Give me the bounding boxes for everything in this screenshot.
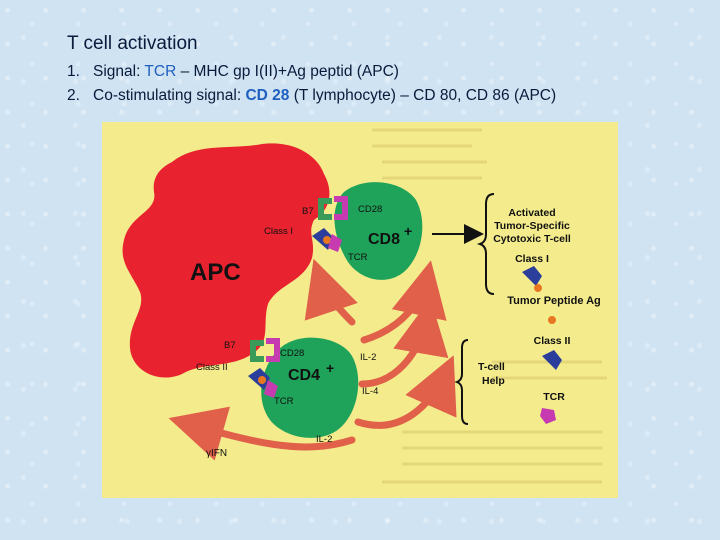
point-rest: – MHC gp I(II)+Ag peptid (APC) (176, 63, 399, 80)
b7-molecule (250, 340, 264, 362)
arrow-il2-lower (354, 355, 457, 429)
b7-molecule (318, 198, 332, 220)
cd4-t-cell (261, 337, 359, 438)
peptide-dot (258, 376, 266, 384)
activated-line-4: Class I (515, 253, 549, 265)
arrow-ifn (168, 406, 356, 461)
tcell-help-line-1: T-cell (478, 361, 505, 373)
peptide-dot (534, 284, 542, 292)
tcell-help-line-2: Help (482, 375, 505, 387)
point-prefix: Co-stimulating signal: (93, 87, 246, 104)
il2-upper-label: IL-2 (360, 352, 376, 363)
point-highlight-tcr: TCR (144, 63, 177, 80)
top-bracket (476, 193, 495, 295)
slide-title: T cell activation (67, 33, 198, 54)
cd8-t-cell (334, 182, 423, 280)
tcr-molecule-right (540, 408, 556, 424)
bottom-synapse (248, 338, 280, 398)
point-number: 1. (67, 63, 80, 80)
cd28-molecule (266, 338, 280, 362)
tcr-bottom-label: TCR (274, 396, 294, 407)
ifn-label: γIFN (206, 448, 227, 459)
tcr-top-label: TCR (348, 252, 368, 263)
point-costimulation: 2. Co-stimulating signal: CD 28 (T lympho… (67, 84, 556, 108)
il4-label: IL-4 (362, 386, 378, 397)
cd28-molecule (334, 196, 348, 220)
arrow-to-apc (304, 258, 358, 326)
apc-cell (122, 143, 330, 378)
activated-line-3: Cytotoxic T-cell (493, 233, 571, 245)
diagram-svg: APC CD8 + CD4 + B7 CD28 Class I TCR B7 (122, 128, 607, 484)
cd4-label: CD4 (288, 367, 320, 384)
tcr-molecule (328, 234, 342, 252)
point-number: 2. (67, 87, 80, 104)
point-signal: 1. Signal: TCR – MHC gp I(II)+Ag peptid (… (67, 60, 556, 84)
arrow-il2-upper (360, 260, 447, 344)
activated-line-2: Tumor-Specific (494, 220, 570, 232)
background-text-texture (372, 128, 607, 484)
peptide-dot (548, 316, 556, 324)
b7-bottom-label: B7 (224, 340, 236, 351)
class1-molecule-right (522, 266, 542, 286)
point-prefix: Signal: (93, 63, 145, 80)
peptide-dot (323, 236, 331, 244)
cd8-label: CD8 (368, 231, 400, 248)
class2-left-label: Class II (196, 362, 228, 373)
il2-lower-label: IL-2 (316, 434, 332, 445)
cd28-top-label: CD28 (358, 204, 382, 215)
point-highlight-cd28: CD 28 (245, 87, 290, 104)
cytokine-arrows (168, 258, 457, 461)
b7-top-label: B7 (302, 206, 314, 217)
point-list: 1. Signal: TCR – MHC gp I(II)+Ag peptid (… (67, 60, 556, 108)
class2-molecule-right (542, 350, 562, 370)
point-rest: (T lymphocyte) – CD 80, CD 86 (APC) (289, 87, 557, 104)
cd8-plus: + (404, 223, 412, 239)
t-cell-activation-figure: APC CD8 + CD4 + B7 CD28 Class I TCR B7 (102, 122, 618, 498)
arrow-il4 (358, 298, 449, 388)
tcr-right-label: TCR (543, 391, 565, 403)
cd28-bottom-label: CD28 (280, 348, 304, 359)
top-synapse (312, 196, 348, 252)
class2-right-label: Class II (534, 335, 571, 347)
cd4-plus: + (326, 360, 334, 376)
tcr-molecule (264, 380, 278, 398)
tumor-peptide-label: Tumor Peptide Ag (507, 295, 601, 307)
bottom-bracket (454, 339, 469, 425)
class1-left-label: Class I (264, 226, 293, 237)
activated-line-1: Activated (508, 207, 555, 219)
class1-molecule (312, 228, 334, 250)
apc-label: APC (190, 259, 241, 286)
